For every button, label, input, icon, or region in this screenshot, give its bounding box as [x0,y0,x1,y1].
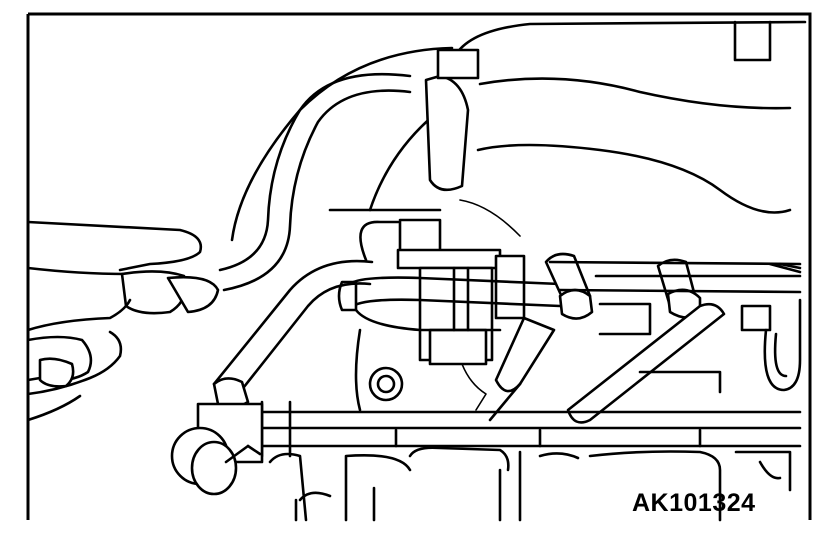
valve-assembly [354,218,526,412]
twin-hose [337,276,562,332]
connector-hoses [488,252,726,424]
lower-hose-left [212,259,374,409]
intake-runners [268,446,792,522]
fuel-rail [234,400,802,458]
technician-hand [26,220,220,422]
pressure-regulator [170,402,264,496]
figure-reference-code: AK101324 [632,489,756,517]
vacuum-hose-main [218,48,480,292]
intake-plenum [230,20,807,242]
rail-hardware-right [548,260,802,394]
mounting-boss [368,366,404,402]
